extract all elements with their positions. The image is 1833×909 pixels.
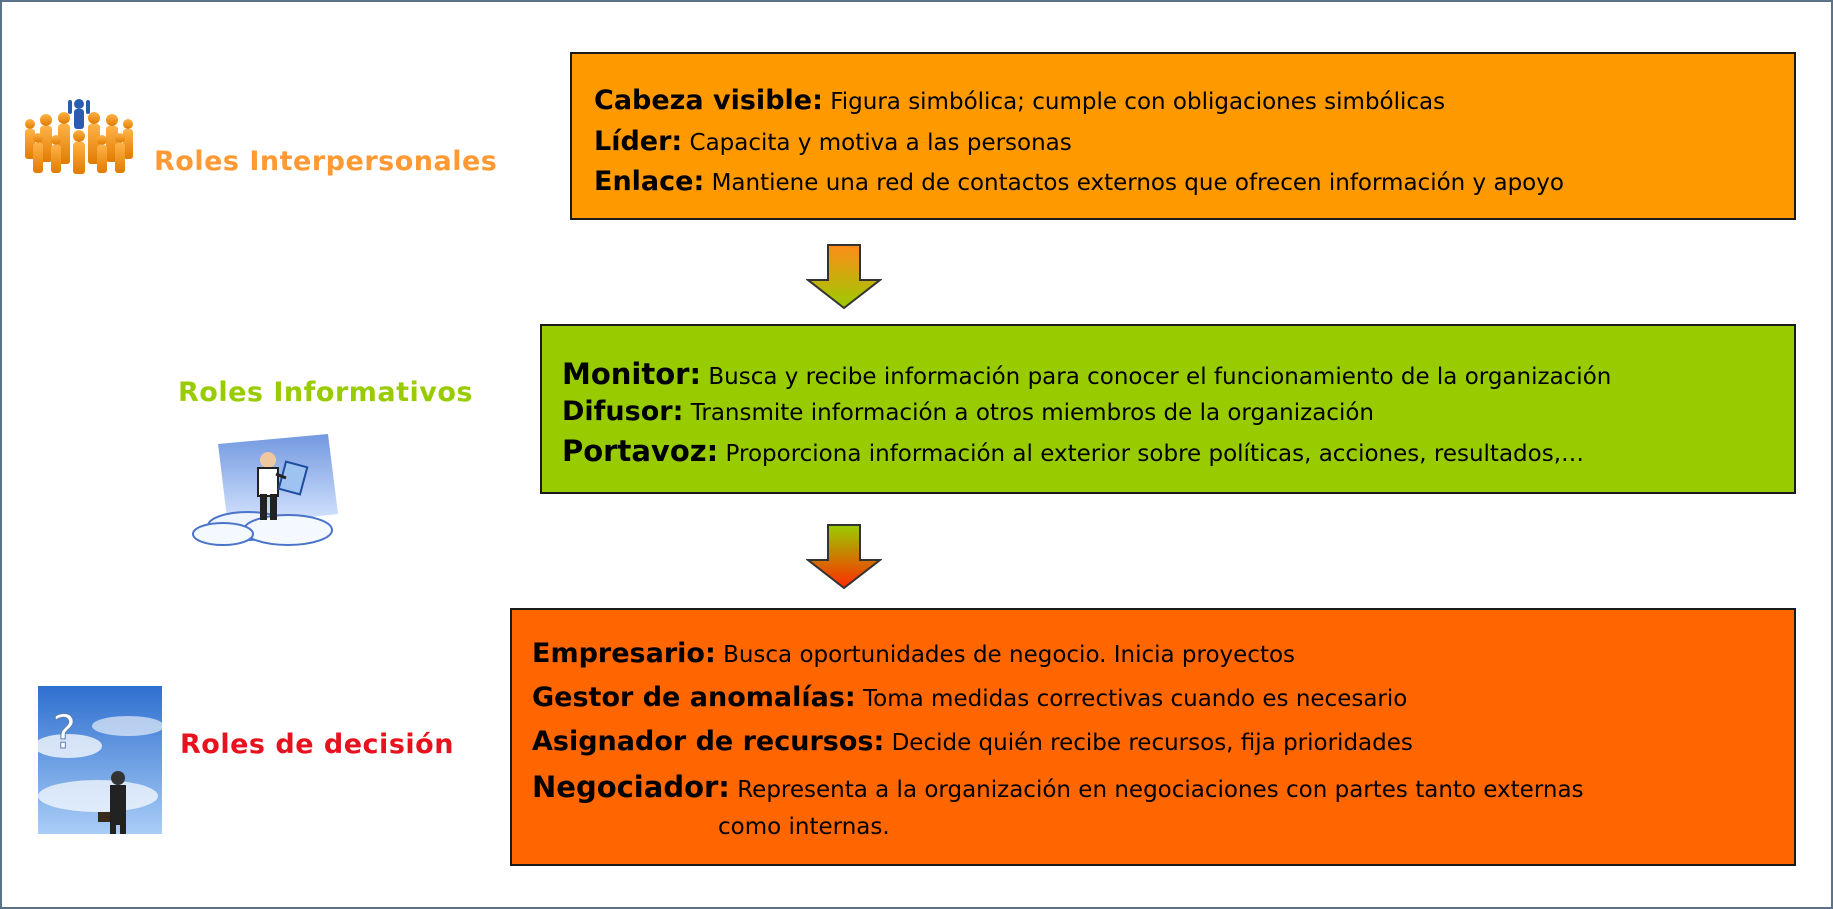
list-item: Gestor de anomalías: Toma medidas correc… [532,682,1407,713]
section-label-interpersonal: Roles Interpersonales [154,146,498,177]
role-term: Asignador de recursos: [532,726,885,757]
role-term: Líder: [594,126,683,157]
list-item: Portavoz: Proporciona información al ext… [562,434,1584,468]
list-item: Negociador: Representa a la organización… [532,770,1584,804]
role-desc: Busca oportunidades de negocio. Inicia p… [723,642,1296,668]
role-term: Empresario: [532,638,716,669]
role-desc: Busca y recibe información para conocer … [708,364,1612,390]
role-term: Difusor: [562,396,684,427]
role-desc: Figura simbólica; cumple con obligacione… [830,89,1446,115]
role-desc: Decide quién recibe recursos, fija prior… [891,730,1413,756]
role-desc: Mantiene una red de contactos externos q… [711,170,1564,196]
role-desc: Representa a la organización en negociac… [737,777,1584,803]
list-item: Líder: Capacita y motiva a las personas [594,126,1072,157]
down-arrow-icon [806,244,882,310]
role-term: Gestor de anomalías: [532,682,856,713]
down-arrow-icon [806,524,882,590]
interpersonal-box: Cabeza visible: Figura simbólica; cumple… [570,52,1796,220]
role-desc: Proporciona información al exterior sobr… [725,441,1584,467]
role-desc: Toma medidas correctivas cuando es neces… [863,686,1408,712]
role-term: Negociador: [532,770,730,804]
list-item: Monitor: Busca y recibe información para… [562,357,1611,391]
section-label-informativo: Roles Informativos [178,377,473,408]
list-item-continuation: como internas. [718,814,890,840]
list-item: Asignador de recursos: Decide quién reci… [532,726,1413,757]
svg-text:?: ? [52,705,76,759]
man-on-cloud-icon [192,434,338,546]
list-item: Difusor: Transmite información a otros m… [562,396,1374,427]
decision-box: Empresario: Busca oportunidades de negoc… [510,608,1796,866]
list-item: Empresario: Busca oportunidades de negoc… [532,638,1295,669]
role-term: Cabeza visible: [594,85,823,116]
role-desc: Transmite información a otros miembros d… [690,400,1374,426]
informativo-box: Monitor: Busca y recibe información para… [540,324,1796,494]
section-label-decision: Roles de decisión [180,729,454,760]
role-term: Monitor: [562,357,702,391]
list-item: Cabeza visible: Figura simbólica; cumple… [594,85,1445,116]
question-sky-icon: ? [38,686,162,834]
list-item: Enlace: Mantiene una red de contactos ex… [594,166,1564,197]
role-desc: Capacita y motiva a las personas [689,130,1072,156]
people-crowd-icon [25,99,133,174]
role-term: Portavoz: [562,434,719,468]
role-term: Enlace: [594,166,705,197]
